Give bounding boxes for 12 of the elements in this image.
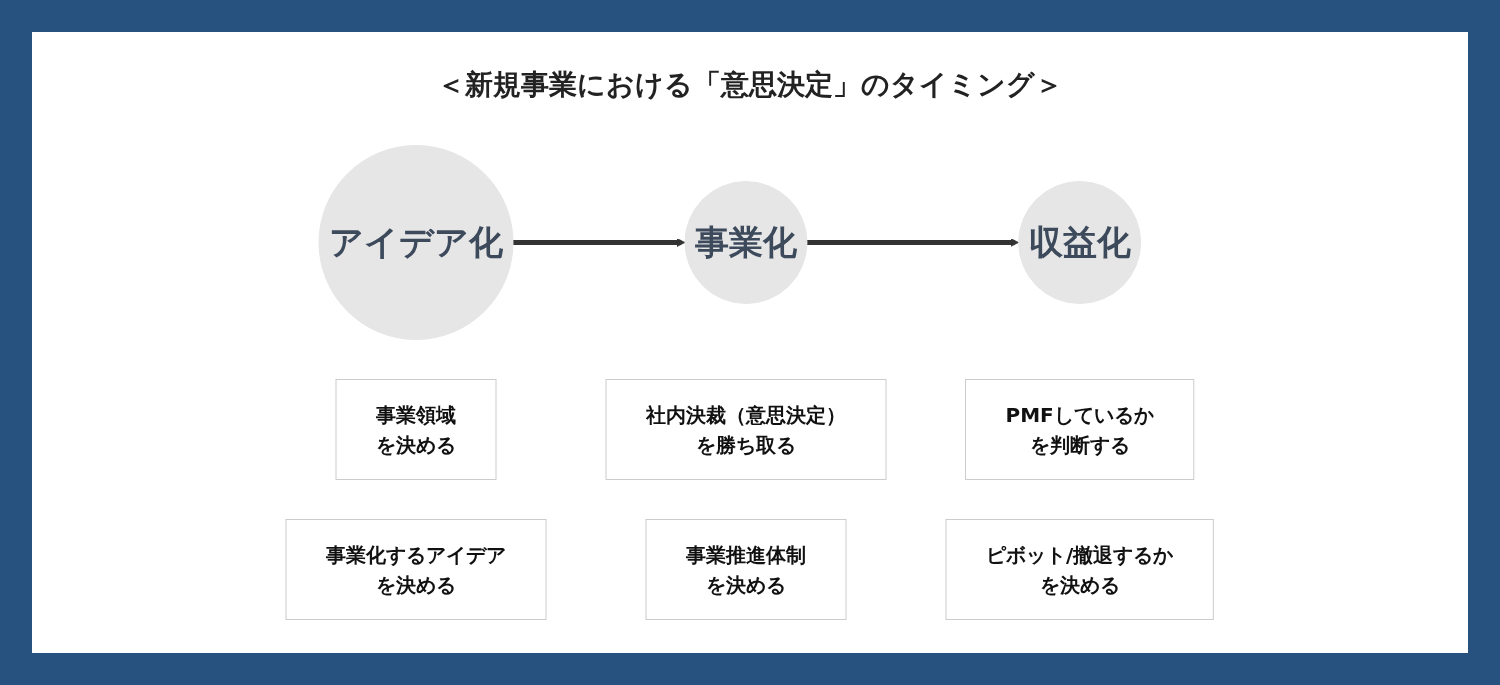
- task-box: 事業推進体制 を決める: [645, 519, 847, 620]
- phase-circle: 収益化: [1018, 181, 1142, 304]
- task-box: PMFしているか を判断する: [965, 379, 1195, 480]
- task-box: 社内決裁（意思決定） を勝ち取る: [605, 379, 887, 480]
- phase-circle: 事業化: [684, 181, 808, 304]
- task-box: 事業化するアイデア を決める: [285, 519, 547, 620]
- arrow: [807, 238, 1020, 247]
- phase-circle: アイデア化: [318, 145, 514, 340]
- diagram-title: ＜新規事業における「意思決定」のタイミング＞: [436, 67, 1064, 103]
- arrow: [513, 238, 686, 247]
- task-box: ピボット/撤退するか を決める: [945, 519, 1215, 620]
- task-box: 事業領域 を決める: [335, 379, 497, 480]
